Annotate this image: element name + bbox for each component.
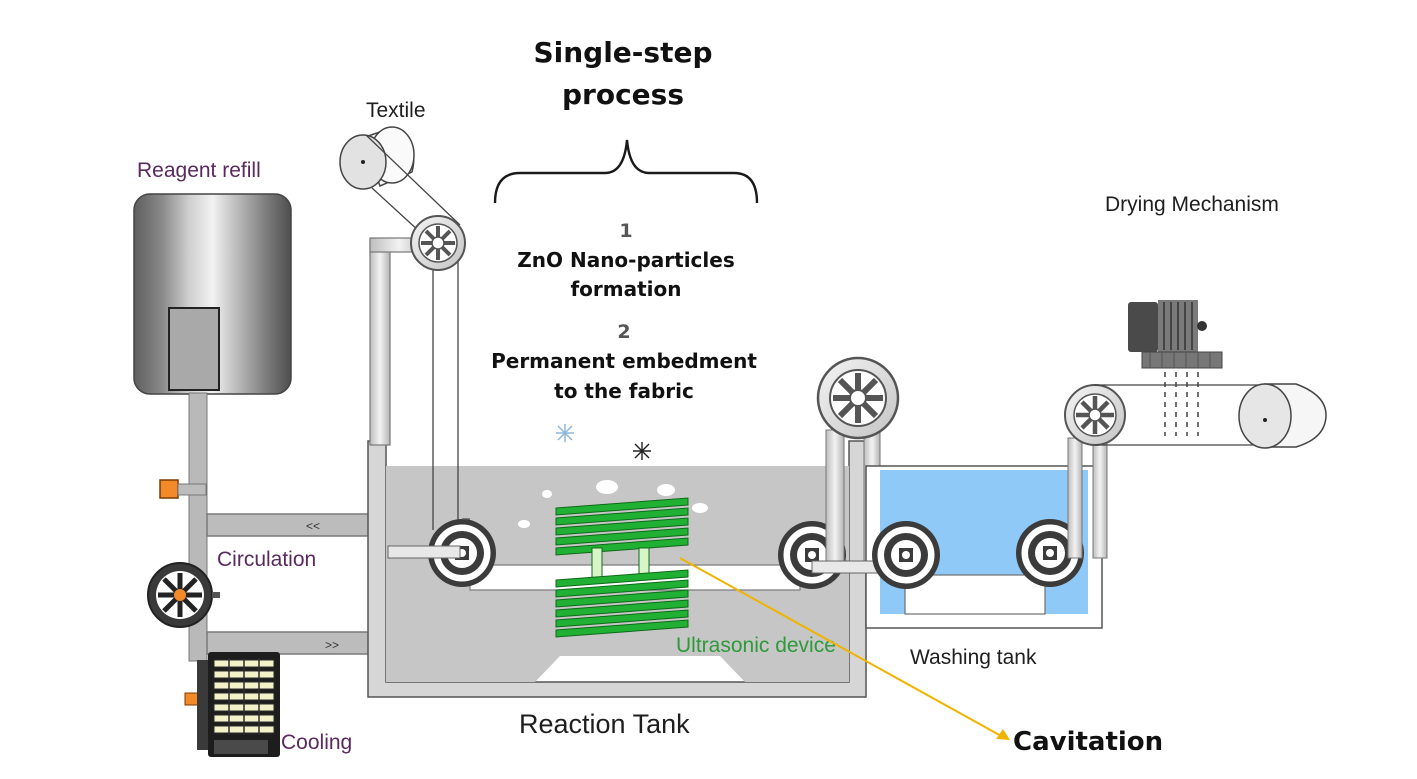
- drying-mechanism-label: Drying Mechanism: [1105, 193, 1279, 216]
- pulley-top-left: [410, 215, 466, 271]
- pulley-center-large: [816, 356, 900, 440]
- drying-air-streams: [1164, 372, 1199, 436]
- cooling-unit: [184, 652, 280, 757]
- cavitation-label: Cavitation: [1013, 727, 1163, 757]
- reagent-refill-label: Reagent refill: [137, 159, 261, 182]
- left-roller-shaft: [387, 545, 461, 559]
- cavitation-pointer: [679, 557, 1004, 738]
- pump-icon: [147, 562, 220, 628]
- step-1-number: 1: [619, 220, 632, 242]
- title-line-2: process: [562, 78, 684, 111]
- cavitation-pointer-head: [996, 729, 1010, 740]
- washing-tank-label: Washing tank: [910, 646, 1037, 669]
- gear-roller-washing-left: [872, 521, 940, 589]
- flow-arrow-lower: >>: [325, 638, 339, 652]
- left-guide-pipe: [369, 239, 391, 446]
- process-brace: [493, 139, 759, 204]
- textile-belt: [365, 134, 461, 530]
- flow-arrow-upper: <<: [306, 519, 320, 533]
- gear-roller-left: [428, 519, 496, 587]
- cooling-label: Cooling: [281, 731, 352, 754]
- cavitation-bubbles: [518, 458, 708, 528]
- circulation-label: Circulation: [217, 548, 316, 571]
- step-2-number: 2: [617, 321, 630, 343]
- pulley-drying: [1064, 384, 1126, 446]
- right-guide-pipes: [1067, 437, 1108, 559]
- drying-fan-icon: [1128, 300, 1223, 369]
- ultrasonic-device-label: Ultrasonic device: [676, 634, 836, 657]
- drying-belt: [1095, 384, 1272, 446]
- valve-icon: [159, 479, 207, 499]
- step-1-text-line-2: formation: [570, 277, 681, 301]
- gear-roller-washing-right: [1016, 519, 1084, 587]
- sparkle-icon: [556, 424, 574, 442]
- reagent-refill-drum: [133, 193, 292, 395]
- step-1-text-line-1: ZnO Nano-particles: [517, 248, 735, 272]
- textile-label: Textile: [366, 99, 426, 122]
- washing-tank: [865, 465, 1103, 629]
- sparkle-icon-dark: [633, 442, 651, 460]
- step-2-text-line-1: Permanent embedment: [491, 349, 757, 373]
- process-title: Single-step process: [533, 36, 712, 111]
- ultrasonic-device: [555, 497, 689, 638]
- step-2-text-line-2: to the fabric: [554, 379, 694, 403]
- title-line-1: Single-step: [533, 36, 712, 69]
- textile-feed-roll: [339, 126, 415, 190]
- step-list: 1 ZnO Nano-particles formation 2 Permane…: [491, 220, 757, 403]
- circulation-pipes: << >>: [206, 513, 391, 655]
- take-up-roll: [1238, 383, 1327, 449]
- reaction-tank-label: Reaction Tank: [519, 709, 690, 739]
